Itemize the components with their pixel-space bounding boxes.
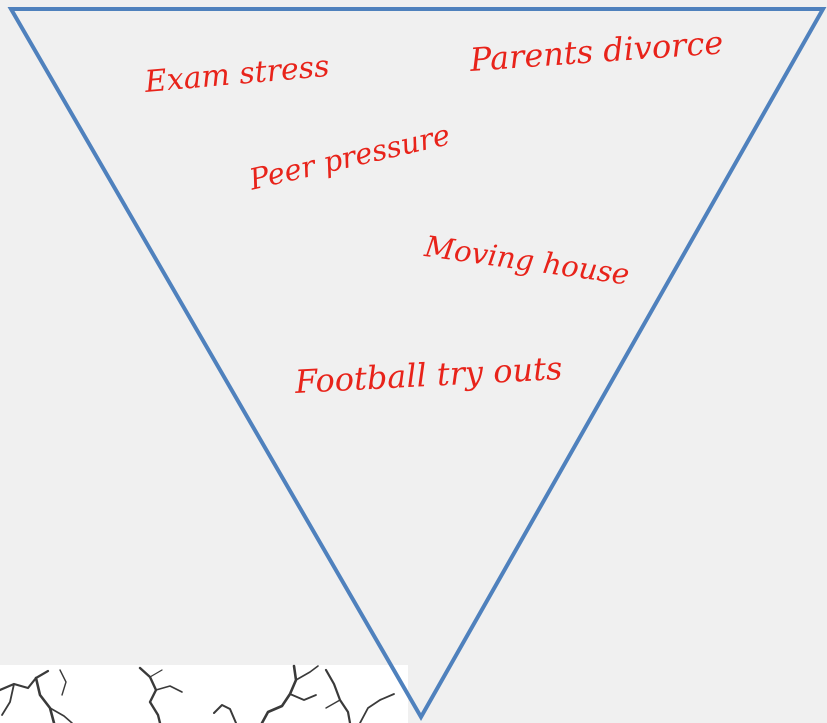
- cracked-surface-image: [0, 665, 408, 723]
